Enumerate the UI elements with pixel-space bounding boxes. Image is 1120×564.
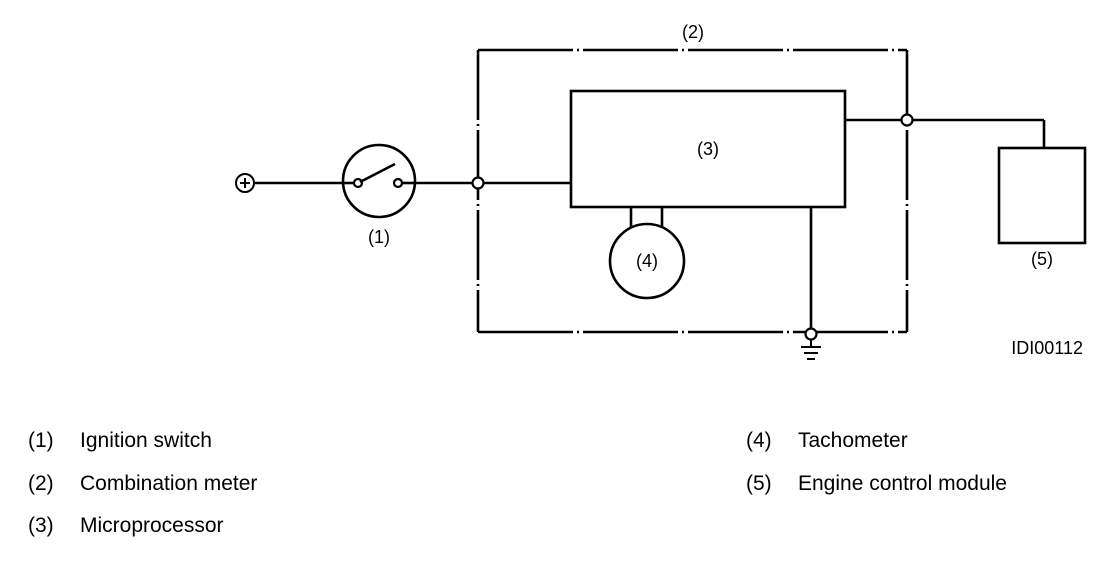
ignition-switch-symbol xyxy=(341,143,417,219)
legend-number: (4) xyxy=(746,429,772,452)
microprocessor-box xyxy=(569,89,847,209)
figure-id: IDI00112 xyxy=(1011,338,1083,358)
label-ecm: (5) xyxy=(1031,249,1053,269)
legend-number: (5) xyxy=(746,472,772,495)
label-tachometer: (4) xyxy=(636,251,658,271)
legend-text: Tachometer xyxy=(798,429,908,452)
legend-number: (3) xyxy=(28,514,54,537)
legend-text: Ignition switch xyxy=(80,429,212,452)
label-microprocessor: (3) xyxy=(697,139,719,159)
junction-node xyxy=(900,113,914,127)
ground-icon xyxy=(801,340,821,360)
legend-number: (2) xyxy=(28,472,54,495)
label-combination-meter: (2) xyxy=(682,22,704,42)
junction-node xyxy=(471,176,485,190)
combination-meter-outline xyxy=(476,48,909,334)
label-ignition-switch: (1) xyxy=(368,227,390,247)
legend-text: Combination meter xyxy=(80,472,258,495)
battery-positive-terminal xyxy=(235,173,255,193)
wires xyxy=(254,118,1046,332)
ecm-box xyxy=(997,146,1087,245)
junction-node xyxy=(804,327,818,341)
legend-text: Microprocessor xyxy=(80,514,224,537)
legend-number: (1) xyxy=(28,429,54,452)
tachometer-symbol xyxy=(608,222,686,300)
legend-text: Engine control module xyxy=(798,472,1007,495)
